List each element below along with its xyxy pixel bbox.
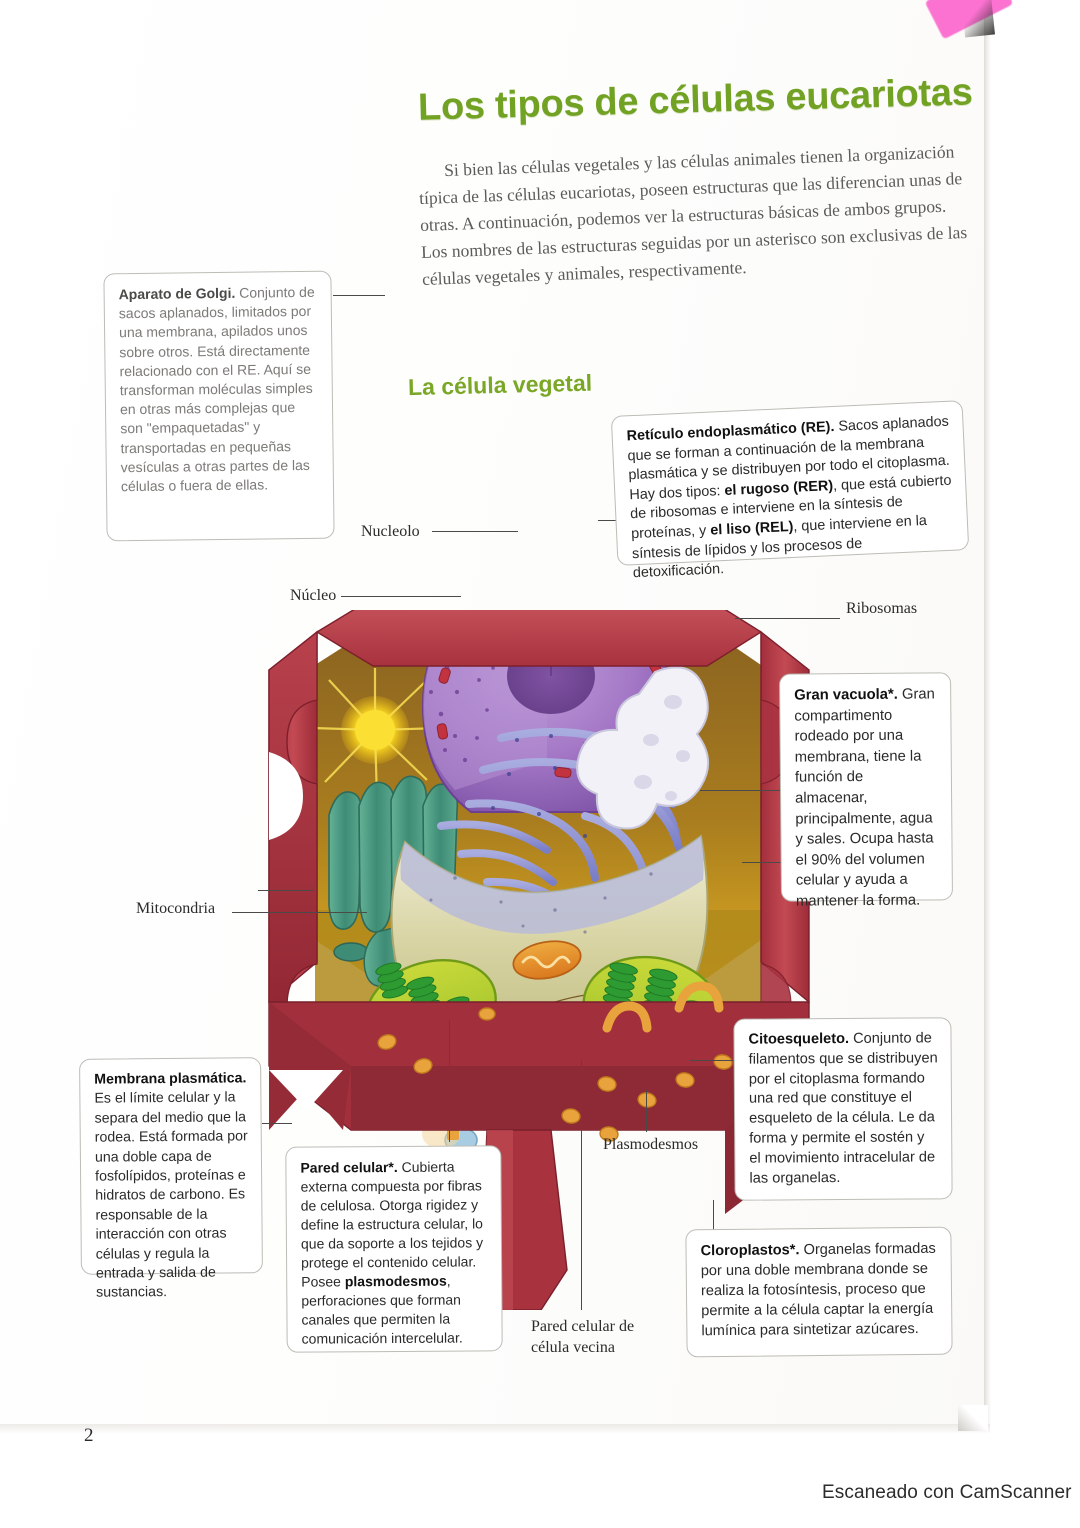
callout-cloroplastos-term: Cloroplastos*. bbox=[700, 1242, 800, 1260]
leader-mitocondria-seg1 bbox=[258, 890, 314, 891]
label-nucleo: Núcleo bbox=[290, 587, 337, 604]
callout-membrana-body: Es el límite celular y la separa del med… bbox=[94, 1089, 248, 1302]
callout-pared-bold-1: plasmodesmos bbox=[344, 1272, 447, 1290]
leader-ribosomas bbox=[735, 618, 840, 619]
callout-re-bold-1: el rugoso (RER) bbox=[724, 477, 834, 499]
intro-paragraph: Si bien las células vegetales y las célu… bbox=[418, 141, 968, 289]
callout-re-bold-2: el liso (REL) bbox=[709, 518, 794, 539]
leader-cloroplastos-v bbox=[713, 1200, 714, 1230]
callout-citoesqueleto-body: Conjunto de filamentos que se distribuye… bbox=[748, 1030, 938, 1187]
dark-corner-artifact bbox=[960, 0, 996, 38]
callout-membrana-plasmatica: Membrana plasmática. Es el límite celula… bbox=[79, 1057, 263, 1301]
label-pared-celular-vecina: Pared celular de célula vecina bbox=[531, 1318, 635, 1356]
callout-aparato-de-golgi: Aparato de Golgi. Conjunto de sacos apla… bbox=[103, 270, 335, 542]
leader-vacuola bbox=[700, 790, 782, 791]
leader-citoesqueleto bbox=[690, 1060, 734, 1061]
leader-nucleolo bbox=[432, 531, 518, 532]
label-ribosomas: Ribosomas bbox=[846, 600, 918, 617]
label-nucleolo: Nucleolo bbox=[361, 523, 420, 540]
callout-pared-body-1: Cubierta externa compuesta por fibras de… bbox=[300, 1158, 484, 1290]
callout-reticulo-endoplasmatico: Retículo endoplasmático (RE). Sacos apla… bbox=[610, 400, 970, 581]
leader-nucleo bbox=[341, 596, 461, 597]
callout-pared-term: Pared celular*. bbox=[300, 1158, 398, 1176]
leader-membrana bbox=[262, 1123, 292, 1124]
plant-cell-illustration bbox=[255, 610, 815, 1310]
callout-golgi-term: Aparato de Golgi. bbox=[118, 284, 236, 303]
page-edge-shadow-right bbox=[984, 0, 991, 1430]
leader-reticulo bbox=[598, 520, 620, 521]
leader-plasmodesmos-v bbox=[646, 1090, 647, 1132]
page-corner-fold bbox=[958, 1405, 988, 1431]
callout-pared-celular: Pared celular*. Cubierta externa compues… bbox=[285, 1145, 503, 1353]
page-edge-shadow-bottom bbox=[0, 1424, 990, 1434]
callout-golgi-body: Conjunto de sacos aplanados, limitados p… bbox=[118, 283, 315, 495]
leader-golgi bbox=[333, 295, 385, 296]
callout-membrana-term: Membrana plasmática. bbox=[94, 1070, 247, 1088]
leader-pared-vecina-v bbox=[581, 1060, 582, 1310]
callout-vacuola-body: Gran compartimento rodeado por una membr… bbox=[794, 686, 935, 910]
smooth-er-shape bbox=[576, 666, 709, 830]
callout-citoesqueleto: Citoesqueleto. Conjunto de filamentos qu… bbox=[733, 1017, 953, 1201]
page-number: 2 bbox=[84, 1425, 94, 1446]
leader-mitocondria bbox=[232, 912, 367, 913]
callout-cloroplastos: Cloroplastos*. Organelas formadas por un… bbox=[685, 1226, 953, 1358]
leader-vacuola-2 bbox=[742, 862, 784, 863]
label-plasmodesmos: Plasmodesmos bbox=[603, 1136, 699, 1153]
callout-gran-vacuola: Gran vacuola*. Gran compartimento rodead… bbox=[779, 672, 953, 910]
callout-citoesqueleto-term: Citoesqueleto. bbox=[748, 1030, 850, 1048]
callout-vacuola-term: Gran vacuola*. bbox=[794, 686, 898, 704]
label-mitocondria: Mitocondria bbox=[136, 900, 216, 917]
camscanner-watermark: Escaneado con CamScanner bbox=[822, 1482, 1072, 1503]
leader-pared-celular-v bbox=[449, 1020, 450, 1142]
plasmodesmata-channels bbox=[602, 981, 724, 1033]
